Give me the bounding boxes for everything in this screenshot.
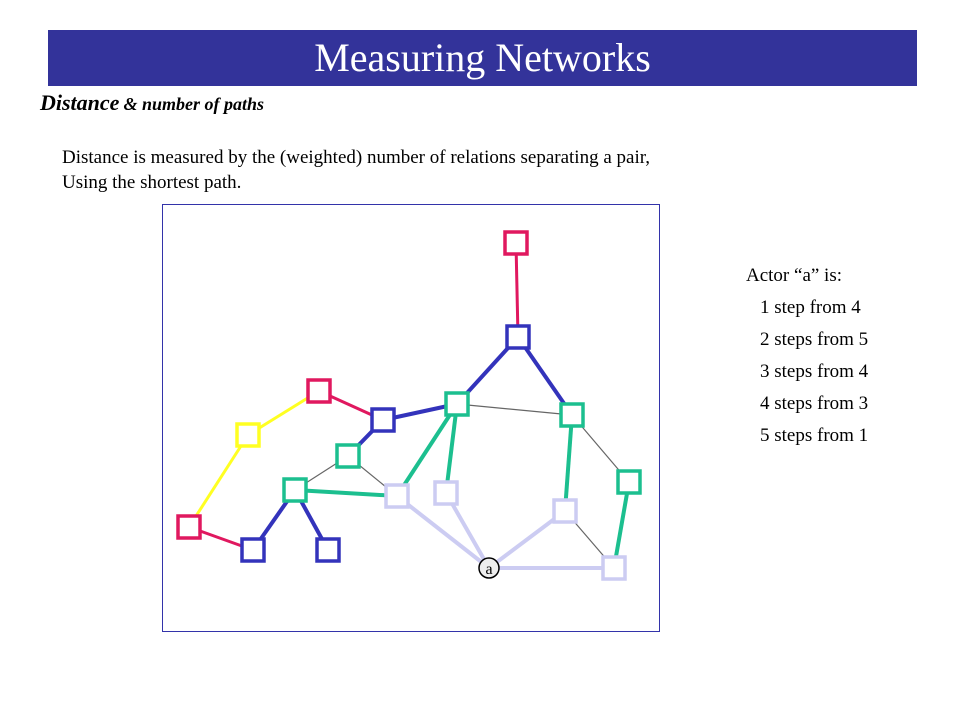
description-line-1: Distance is measured by the (weighted) n…: [62, 147, 651, 168]
node-y1: [235, 422, 261, 448]
edge-l1-a: [395, 494, 491, 570]
node-l4: [601, 555, 627, 581]
description-line-2: Using the shortest path.: [62, 172, 242, 193]
node-b4: [315, 537, 341, 563]
node-r1: [503, 230, 529, 256]
actor-a-label: a: [485, 561, 492, 578]
subtitle-rest: & number of paths: [123, 94, 264, 114]
legend-item-5: 5 steps from 1: [760, 425, 869, 446]
node-l2: [433, 480, 459, 506]
network-diagram: a: [162, 204, 660, 632]
edge-t5-l4: [612, 481, 631, 569]
node-b1: [505, 324, 531, 350]
legend-item-4: 4 steps from 3: [760, 393, 869, 414]
subtitle-main: Distance: [40, 90, 120, 115]
node-b3: [240, 537, 266, 563]
description: Distance is measured by the (weighted) n…: [62, 145, 922, 195]
edge-t2-l3: [563, 414, 574, 512]
edge-t4-l1: [294, 488, 398, 498]
legend: Actor “a” is: 1 step from 4 2 steps from…: [746, 260, 868, 452]
node-l1: [384, 483, 410, 509]
node-t3: [335, 443, 361, 469]
node-r3: [176, 514, 202, 540]
edge-t1-l1: [395, 402, 459, 498]
edge-y1-r3: [187, 434, 250, 528]
legend-item-2: 2 steps from 5: [760, 329, 869, 350]
edge-t1-l2: [444, 403, 459, 494]
nodes: [176, 230, 642, 581]
node-t5: [616, 469, 642, 495]
slide-title: Measuring Networks: [314, 35, 651, 80]
actor-a-node: a: [478, 557, 500, 579]
legend-heading: Actor “a” is:: [746, 265, 843, 286]
edge-b1-t2: [516, 335, 574, 417]
edge-r1-b1: [514, 242, 520, 338]
node-t2: [559, 402, 585, 428]
node-t1: [444, 391, 470, 417]
legend-item-3: 3 steps from 4: [760, 361, 869, 382]
network-svg: a: [176, 230, 642, 581]
node-t4: [282, 477, 308, 503]
node-b2: [370, 407, 396, 433]
node-l3: [552, 498, 578, 524]
title-bar: Measuring Networks: [48, 30, 917, 86]
subtitle: Distance & number of paths: [40, 90, 264, 116]
legend-item-1: 1 step from 4: [760, 297, 861, 318]
edge-t1-t2: [456, 403, 573, 416]
node-r2: [306, 378, 332, 404]
